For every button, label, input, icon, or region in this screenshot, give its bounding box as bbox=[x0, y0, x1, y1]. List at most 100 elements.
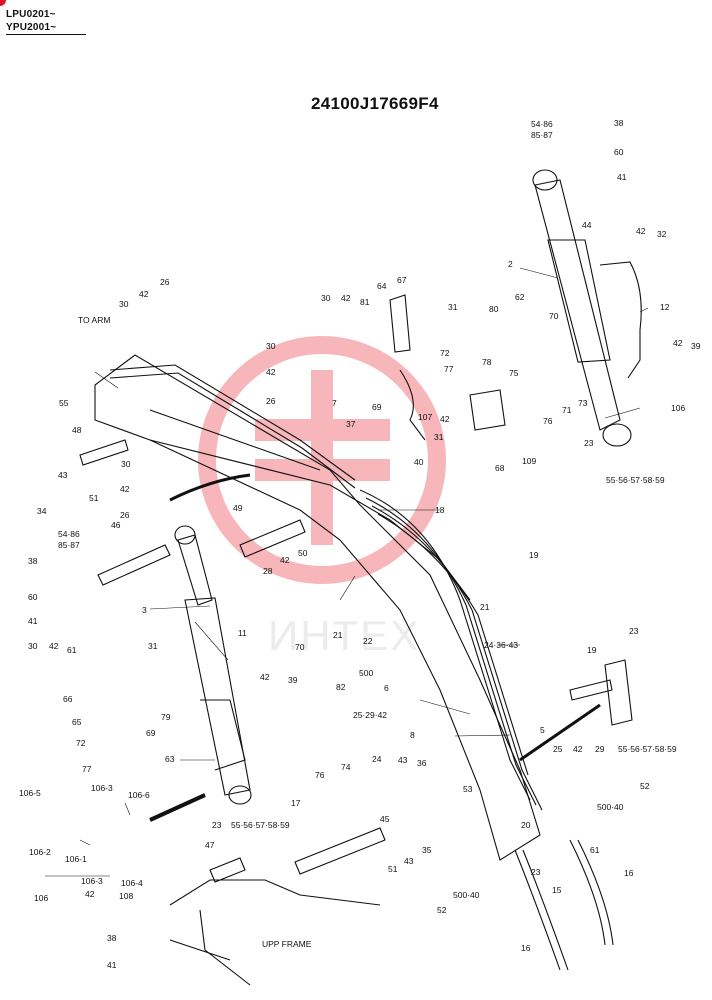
callout-c-82: 82 bbox=[336, 682, 346, 692]
callout-c-2: 2 bbox=[508, 259, 513, 269]
callout-c-69-l: 69 bbox=[146, 728, 156, 738]
callout-c-37: 37 bbox=[346, 419, 356, 429]
callout-c-16-b: 16 bbox=[521, 943, 531, 953]
callout-c-53: 53 bbox=[463, 784, 473, 794]
callout-c-106-b: 106 bbox=[34, 893, 48, 903]
callout-c-3: 3 bbox=[142, 605, 147, 615]
serial-underline bbox=[6, 34, 86, 35]
callout-c-77-l: 77 bbox=[82, 764, 92, 774]
callout-c-43-b: 43 bbox=[404, 856, 414, 866]
callout-c-23-b: 23 bbox=[531, 867, 541, 877]
callout-c-36-b: 36 bbox=[417, 758, 427, 768]
callout-c-42-cyl: 42 bbox=[636, 226, 646, 236]
callout-c-106-5: 106-5 bbox=[19, 788, 41, 798]
callout-c-41-top: 41 bbox=[617, 172, 627, 182]
callout-c-73: 73 bbox=[578, 398, 588, 408]
callout-c-80: 80 bbox=[489, 304, 499, 314]
callout-c-62: 62 bbox=[515, 292, 525, 302]
callout-c-5: 5 bbox=[540, 725, 545, 735]
callout-c-42-tl: 42 bbox=[139, 289, 149, 299]
boom bbox=[94, 354, 541, 861]
callout-c-108: 108 bbox=[119, 891, 133, 901]
callout-c-16-r: 16 bbox=[624, 868, 634, 878]
callout-c-55-l: 55·56·57·58·59 bbox=[231, 820, 290, 830]
callout-c-55-r: 55·56·57·58·59 bbox=[606, 475, 665, 485]
callout-c-61-l: 61 bbox=[67, 645, 77, 655]
callout-c-25-r2: 25 bbox=[553, 744, 563, 754]
callout-c-106-4: 106-4 bbox=[121, 878, 143, 888]
callout-c-20: 20 bbox=[521, 820, 531, 830]
arm-cylinder bbox=[177, 534, 213, 606]
callout-c-106-3a: 106-3 bbox=[91, 783, 113, 793]
callout-c-19-m: 19 bbox=[529, 550, 539, 560]
callout-c-46: 46 bbox=[111, 520, 121, 530]
callout-c-31-l: 31 bbox=[148, 641, 158, 651]
callout-c-31-top: 31 bbox=[448, 302, 458, 312]
callout-c-48: 48 bbox=[72, 425, 82, 435]
callout-c-51-b: 51 bbox=[388, 864, 398, 874]
callout-c-26-l2: 26 bbox=[120, 510, 130, 520]
callout-c-106-2: 106-2 bbox=[29, 847, 51, 857]
callout-c-51-l: 51 bbox=[89, 493, 99, 503]
callout-c-106-3b: 106-3 bbox=[81, 876, 103, 886]
callout-c-68: 68 bbox=[495, 463, 505, 473]
callout-c-78: 78 bbox=[482, 357, 492, 367]
callout-c-42-r: 42 bbox=[673, 338, 683, 348]
callout-c-106-1: 106-1 bbox=[65, 854, 87, 864]
callout-c-31-m: 31 bbox=[434, 432, 444, 442]
callout-c-42-l4: 42 bbox=[260, 672, 270, 682]
callout-c-54-86-top: 54·86 bbox=[531, 119, 553, 129]
callout-c-12: 12 bbox=[660, 302, 670, 312]
callout-c-67: 67 bbox=[397, 275, 407, 285]
callout-c-41-b: 41 bbox=[107, 960, 117, 970]
callout-c-61-r: 61 bbox=[590, 845, 600, 855]
callout-c-41-l: 41 bbox=[28, 616, 38, 626]
callout-c-77: 77 bbox=[444, 364, 454, 374]
callout-c-24-36-43: 24·36·43 bbox=[484, 640, 518, 650]
callout-c-30-l2: 30 bbox=[121, 459, 131, 469]
watermark-text: ИНТЕХ bbox=[268, 612, 420, 659]
callout-c-72-l: 72 bbox=[76, 738, 86, 748]
callout-c-21-m: 21 bbox=[480, 602, 490, 612]
callout-c-11: 11 bbox=[238, 628, 247, 638]
callout-c-106-r: 106 bbox=[671, 403, 685, 413]
callout-c-25-29-42: 25·29·42 bbox=[353, 710, 387, 720]
callout-c-6: 6 bbox=[384, 683, 389, 693]
callout-c-42-bb: 42 bbox=[85, 889, 95, 899]
callout-c-39-r: 39 bbox=[691, 341, 701, 351]
upp-frame-label: UPP FRAME bbox=[262, 939, 312, 949]
callout-c-85-87-top: 85·87 bbox=[531, 130, 553, 140]
callout-c-42-r2: 42 bbox=[573, 744, 583, 754]
callout-c-7: 7 bbox=[332, 398, 337, 408]
linework bbox=[79, 169, 642, 986]
callout-c-19-r: 19 bbox=[587, 645, 597, 655]
callout-c-72: 72 bbox=[440, 348, 450, 358]
callout-c-81: 81 bbox=[360, 297, 370, 307]
callout-c-47: 47 bbox=[205, 840, 215, 850]
callout-c-42-mid: 42 bbox=[280, 555, 290, 565]
callout-c-15: 15 bbox=[552, 885, 562, 895]
callout-c-55-r2: 55·56·57·58·59 bbox=[618, 744, 677, 754]
callout-c-65: 65 bbox=[72, 717, 82, 727]
callout-c-26-ml: 26 bbox=[266, 396, 276, 406]
callout-c-30-l3: 30 bbox=[28, 641, 38, 651]
callout-c-50: 50 bbox=[298, 548, 308, 558]
callout-c-42-ml: 42 bbox=[266, 367, 276, 377]
callout-c-500-40-r: 500·40 bbox=[597, 802, 624, 812]
callout-c-17: 17 bbox=[291, 798, 301, 808]
callout-c-60-top: 60 bbox=[614, 147, 624, 157]
callout-c-24-b: 24 bbox=[372, 754, 382, 764]
callout-c-38-b: 38 bbox=[107, 933, 117, 943]
callout-c-63: 63 bbox=[165, 754, 175, 764]
serial-range-2: YPU2001~ bbox=[6, 22, 57, 33]
callout-c-70-top: 70 bbox=[549, 311, 559, 321]
callout-c-38-top: 38 bbox=[614, 118, 624, 128]
callout-c-35: 35 bbox=[422, 845, 432, 855]
callout-c-43-l: 43 bbox=[58, 470, 68, 480]
leader-lines bbox=[45, 267, 649, 877]
callout-c-42-t: 42 bbox=[341, 293, 351, 303]
callout-c-79: 79 bbox=[161, 712, 171, 722]
callout-c-71: 71 bbox=[562, 405, 572, 415]
callout-c-54-86-l: 54·86 bbox=[58, 529, 80, 539]
